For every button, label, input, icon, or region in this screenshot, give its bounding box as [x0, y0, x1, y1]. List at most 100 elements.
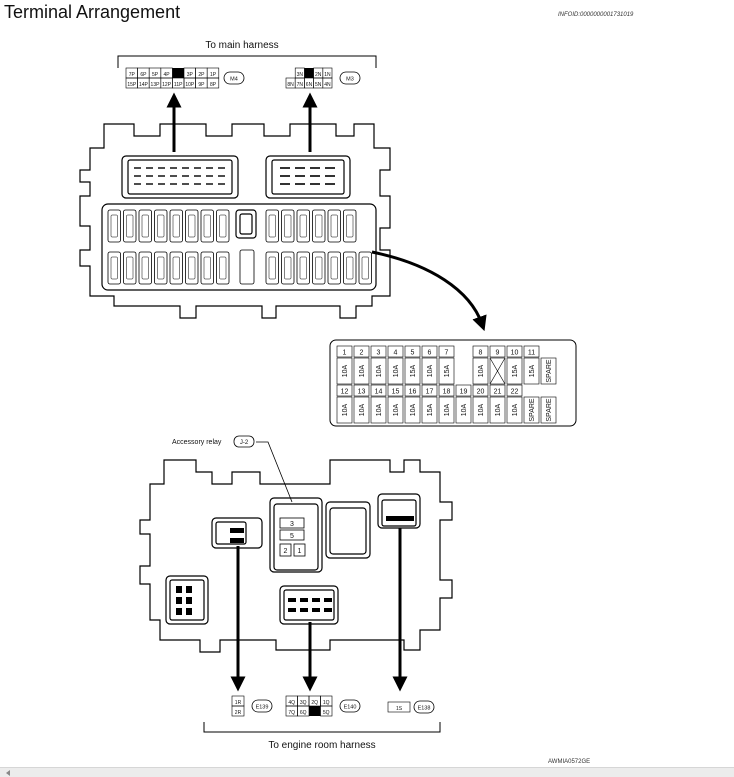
fuse-number: 22 — [511, 389, 519, 396]
connector-pin-mark — [386, 516, 414, 521]
fuse-slot-inner — [315, 214, 323, 238]
fuse-rating-cell — [336, 357, 353, 385]
fuse-rating-cell — [438, 357, 455, 385]
fuse-number-cell — [370, 384, 387, 397]
fuse-rating-cell — [540, 357, 557, 385]
fuse-rating-cell — [404, 396, 421, 424]
fuse-slot — [327, 209, 341, 243]
fuse-slot-inner — [203, 214, 211, 238]
m3-blank-pin — [304, 68, 314, 78]
m3-pin: 4N — [324, 82, 331, 88]
upper-fuse-slots — [107, 209, 372, 285]
upper-connector-pins — [134, 167, 335, 185]
fuse-rating-cell — [404, 357, 421, 385]
fuse-rating-cell — [353, 396, 370, 424]
fuse-number-cell — [438, 345, 455, 358]
top-harness-label: To main harness — [205, 40, 278, 51]
m4-pin: 2P — [198, 72, 205, 78]
fuse-slot-inner — [203, 256, 211, 280]
m4-pin: 13P — [151, 82, 161, 88]
fuse-rating-cell — [489, 396, 506, 424]
connector-m4-tag — [223, 71, 245, 85]
fuse-number: 12 — [341, 389, 349, 396]
fuse-number-cell — [370, 345, 387, 358]
fuse-number-cell — [387, 384, 404, 397]
connector-pin-mark — [230, 538, 244, 543]
relay-terminal-2: 2 — [284, 548, 288, 555]
fuse-number-cell — [404, 384, 421, 397]
fuse-slot-inner — [330, 256, 338, 280]
fuse-rating: 10A — [393, 403, 400, 416]
lower-connector-pins — [176, 516, 414, 615]
fuse-rating: SPARE — [529, 398, 536, 422]
fuse-rating: 10A — [478, 364, 485, 377]
fuse-number-cell — [336, 384, 353, 397]
fuse-number: 11 — [528, 350, 535, 357]
e139-pin: 2R — [235, 710, 242, 716]
e139-pin-box — [231, 705, 245, 717]
fuse-number-cell — [421, 345, 438, 358]
connector-pin-mark — [324, 608, 332, 612]
fuse-rating: 15A — [427, 403, 434, 416]
main-harness-bracket — [117, 55, 377, 68]
fuse-rating: 10A — [410, 403, 417, 416]
lower-fuse-block — [139, 459, 453, 653]
fuse-rating-cell — [472, 357, 489, 385]
fuse-rating: 10A — [376, 364, 383, 377]
m4-pin-box — [206, 77, 220, 89]
connector-pin-mark — [230, 528, 244, 533]
fuse-number-cell — [472, 345, 489, 358]
fuse-number: 21 — [494, 389, 502, 396]
fuse-rating-cell — [523, 396, 540, 424]
fuse-slot — [200, 251, 214, 285]
fuse-rating-cell — [421, 396, 438, 424]
fuse-rating: 15A — [512, 364, 519, 377]
fuse-rating: SPARE — [546, 398, 553, 422]
fuse-rating: 10A — [342, 403, 349, 416]
fuse-number: 6 — [428, 350, 432, 357]
fuse-number-cell — [523, 345, 540, 358]
m3-pin: 3N — [297, 72, 304, 78]
connector-m3-tag — [339, 71, 361, 85]
connector-pin-mark — [186, 586, 192, 593]
fuse-number: 1 — [343, 350, 347, 357]
fuse-slot-inner — [284, 256, 292, 280]
fuse-number: 10 — [511, 350, 519, 357]
m3-pin: 8N — [287, 82, 294, 88]
bottom-scrollbar[interactable] — [0, 767, 734, 777]
fuse-rating-cell — [489, 357, 506, 385]
fuse-slot — [185, 251, 199, 285]
fuse-slot-inner — [157, 214, 165, 238]
fuse-slot — [343, 209, 357, 243]
fuse-slot — [296, 251, 310, 285]
m4-pin: 6P — [140, 72, 147, 78]
m3-pin: 2N — [315, 72, 322, 78]
fuse-slot-inner — [110, 214, 118, 238]
fuse-number-cell — [438, 384, 455, 397]
fuse-slot-inner — [299, 214, 307, 238]
fuse-number-cell — [472, 384, 489, 397]
fuse-slot-inner — [110, 256, 118, 280]
fuse-rating-cell — [387, 396, 404, 424]
fuse-slot — [265, 209, 279, 243]
fuse-slot — [312, 209, 326, 243]
accessory-relay-label: Accessory relay — [172, 439, 222, 446]
fuse-rating-cell — [370, 396, 387, 424]
fuse-slot — [265, 251, 279, 285]
fuse-number-cell — [353, 384, 370, 397]
m3-pin: 7N — [297, 82, 304, 88]
relay-terminal-boxes — [279, 517, 306, 557]
fuse-number: 8 — [479, 350, 483, 357]
fuse-rating: 10A — [512, 403, 519, 416]
fuse-slot-inner — [141, 214, 149, 238]
fuse-slot — [169, 251, 183, 285]
fuse-slot — [123, 209, 137, 243]
fuse-number: 15 — [392, 389, 400, 396]
fuse-slot — [296, 209, 310, 243]
connector-e140-tag — [339, 699, 361, 713]
accessory-relay-tag: J-2 — [233, 435, 255, 448]
scroll-left-icon[interactable] — [6, 770, 10, 776]
m4-pin: 11P — [174, 82, 183, 88]
fuse-number-cell — [489, 384, 506, 397]
